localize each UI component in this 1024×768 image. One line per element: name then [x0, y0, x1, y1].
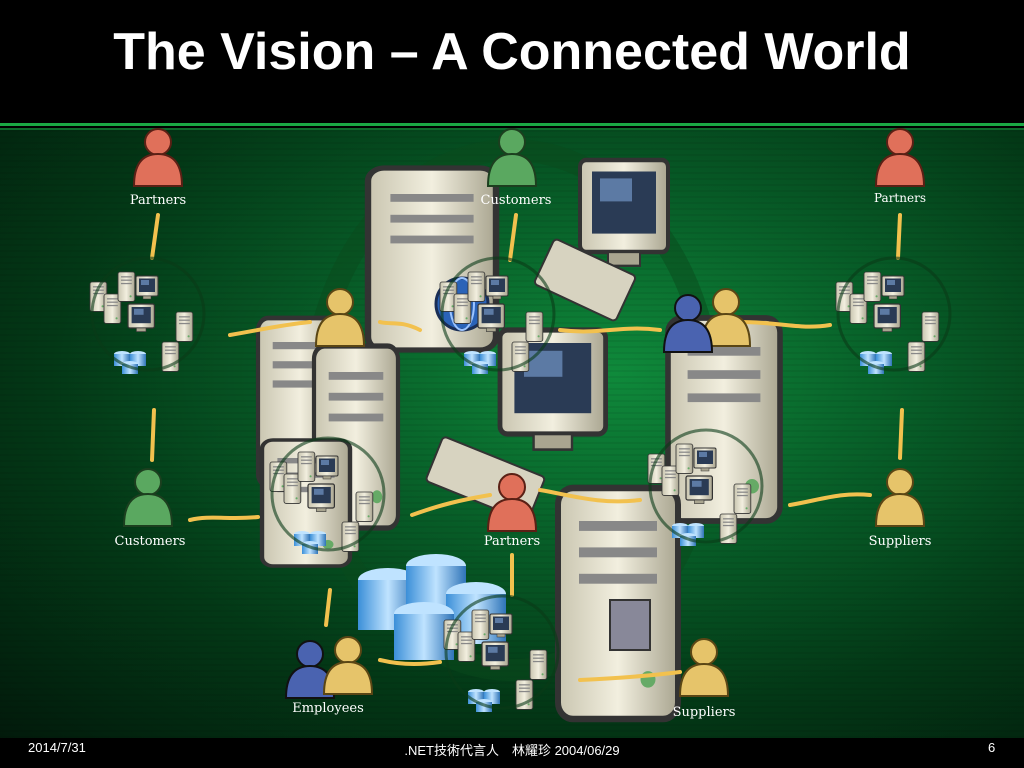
title-divider-line	[0, 123, 1024, 126]
label-partners: Partners	[483, 534, 541, 549]
partner-person-icon	[875, 128, 925, 187]
label-employees: Employees	[292, 701, 364, 716]
employee-person-icon	[323, 636, 373, 695]
network-cluster-top-right	[836, 258, 950, 374]
label-partners: Partners	[874, 191, 926, 205]
slide-title: The Vision – A Connected World	[113, 23, 911, 81]
title-bar	[0, 0, 1024, 118]
page-number: 6	[988, 740, 996, 755]
label-customers: Customers	[480, 193, 552, 208]
footer-date: 2014/7/31	[28, 740, 86, 755]
network-cluster-top-left	[90, 258, 204, 374]
label-customers: Customers	[114, 534, 186, 549]
partner-person-icon	[133, 128, 183, 187]
network-connectors	[150, 213, 904, 682]
supplier-person-icon	[875, 468, 925, 527]
label-suppliers: Suppliers	[672, 705, 736, 720]
customer-person-icon	[123, 468, 173, 527]
supplier-person-icon	[679, 638, 729, 697]
central-hardware	[258, 139, 780, 719]
label-partners: Partners	[129, 193, 187, 208]
label-suppliers: Suppliers	[868, 534, 932, 549]
footer-presenter: .NET技術代言人 林耀珍 2004/06/29	[404, 743, 620, 758]
